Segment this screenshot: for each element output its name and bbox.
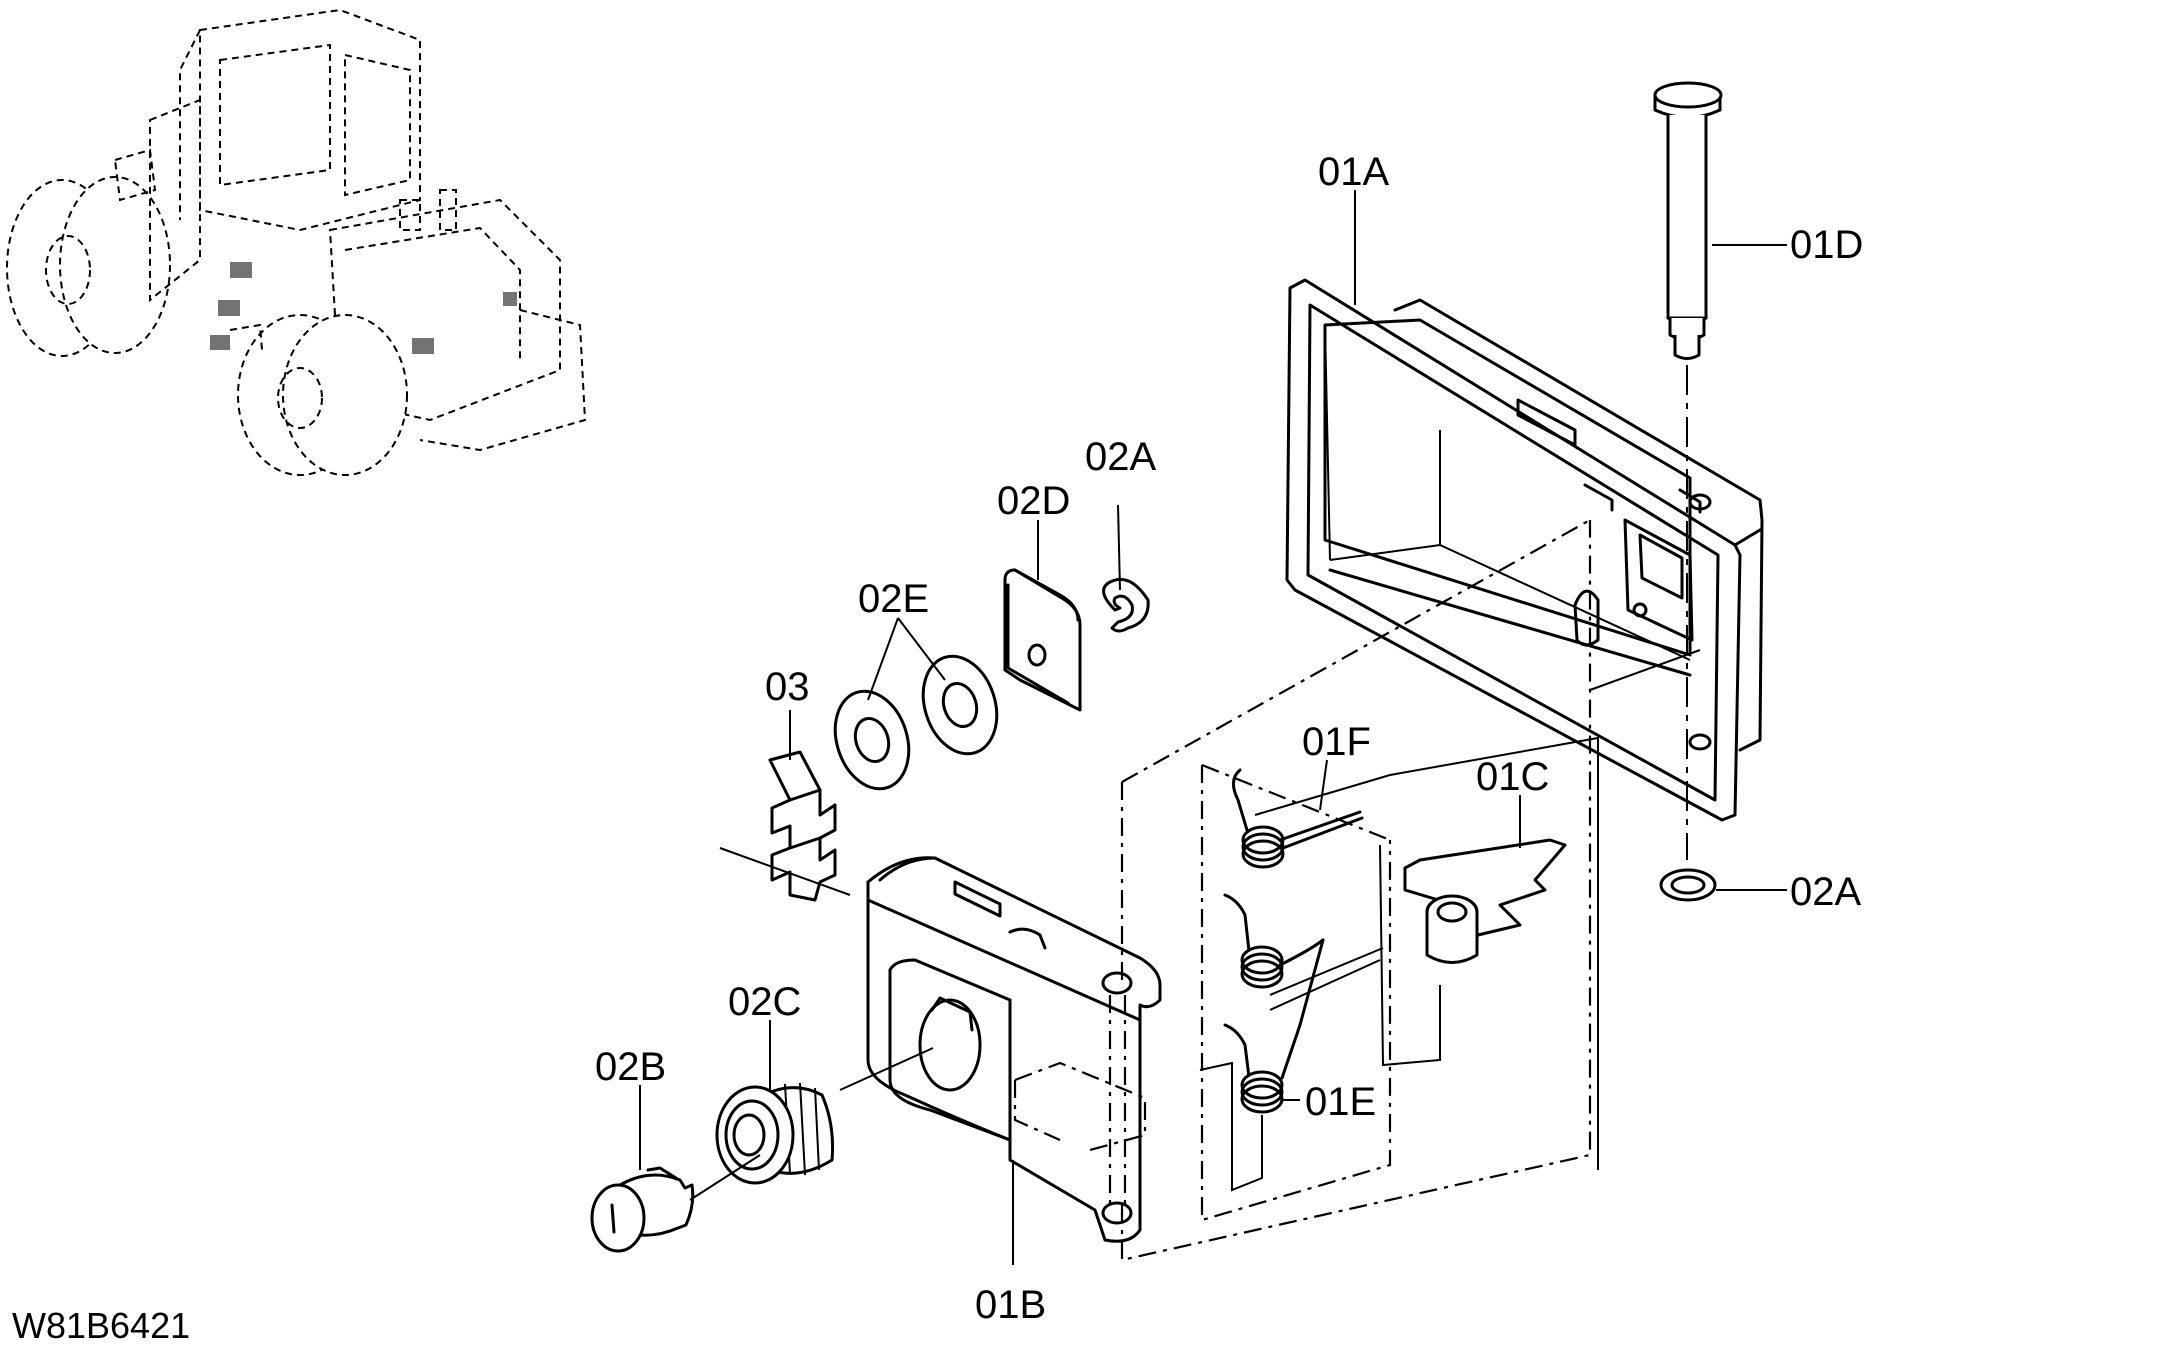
wheel-loader-overview [6, 8, 587, 476]
lock-cylinder-02C [715, 1082, 835, 1185]
callout-01F: 01F [1302, 720, 1371, 764]
callout-02A-top: 02A [1085, 435, 1156, 479]
drawing-code: W81B6421 [12, 1305, 190, 1346]
callout-02A-right: 02A [1790, 870, 1861, 914]
callout-01B: 01B [975, 1283, 1046, 1327]
spring-01E-lower [1223, 1023, 1302, 1114]
callout-01A: 01A [1318, 150, 1389, 194]
spring-01E-upper [1223, 893, 1325, 1027]
callout-03: 03 [765, 665, 810, 709]
callout-01D: 01D [1790, 223, 1863, 267]
leader-lines [639, 190, 1787, 1265]
e-ring-02A-top [1102, 577, 1150, 633]
lock-core-02B [590, 1166, 695, 1253]
plate-02D [1003, 568, 1082, 712]
clip-03 [768, 750, 837, 902]
spring-01F [1232, 768, 1364, 869]
callout-02D: 02D [997, 479, 1070, 523]
e-ring-02A-right [1659, 868, 1717, 902]
callout-01C: 01C [1476, 755, 1549, 799]
bracket-01B [866, 856, 1162, 1243]
callout-02B: 02B [595, 1045, 666, 1089]
callout-01E: 01E [1305, 1080, 1376, 1124]
handle-housing-01A [1285, 278, 1764, 822]
hinge-pin-01D [1653, 81, 1723, 860]
callout-02C: 02C [728, 980, 801, 1024]
latch-cam-01C [1403, 838, 1567, 964]
callout-02E: 02E [858, 577, 929, 621]
washers-02E [833, 654, 999, 791]
